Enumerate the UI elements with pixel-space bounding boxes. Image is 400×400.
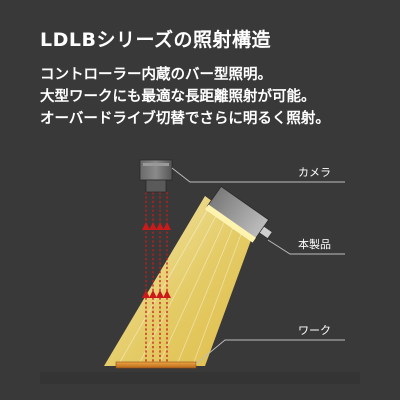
camera-label: カメラ	[298, 166, 331, 179]
work-label: ワーク	[298, 324, 331, 337]
description-line-1: コントローラー内蔵のバー型照明。	[40, 67, 272, 83]
description: コントローラー内蔵のバー型照明。 大型ワークにも最適な長距離照射が可能。 オーバ…	[40, 64, 330, 130]
bar-light-icon	[205, 185, 273, 243]
leader-lines	[171, 167, 345, 365]
page-title: LDLBシリーズの照射構造	[40, 29, 272, 51]
beam-streaks	[119, 201, 245, 363]
camera-rays	[145, 192, 168, 362]
description-line-3: オーバードライブ切替でさらに明るく照射。	[40, 111, 330, 127]
description-line-2: 大型ワークにも最適な長距離照射が可能。	[40, 89, 316, 105]
product-label: 本製品	[298, 237, 331, 251]
camera-icon	[139, 159, 173, 193]
floor-shadow	[40, 372, 360, 384]
camera-ray-arrows	[142, 222, 171, 298]
workpiece-icon	[115, 361, 197, 369]
light-beam	[104, 196, 254, 366]
